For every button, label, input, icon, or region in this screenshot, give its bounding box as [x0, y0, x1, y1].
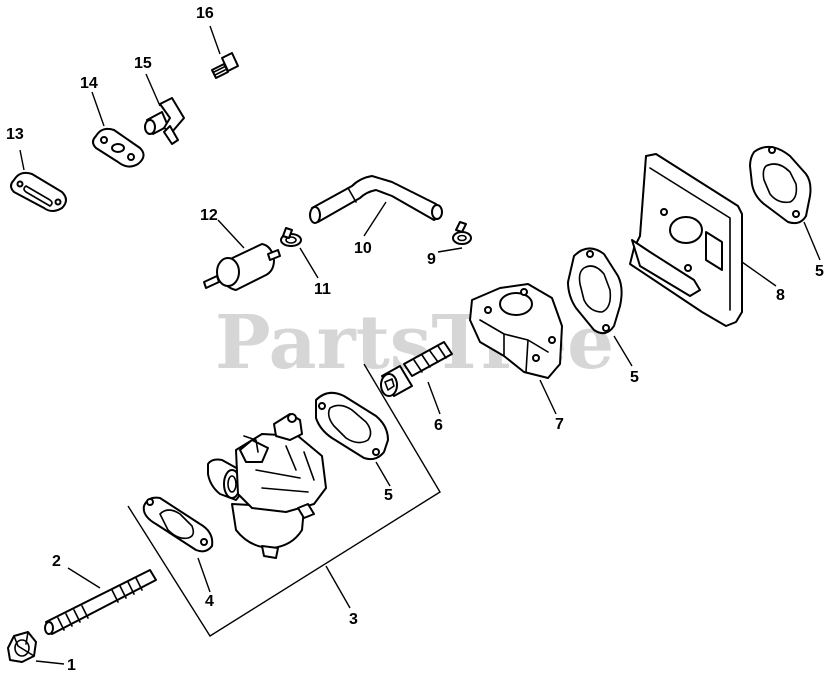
callout-8[interactable]: 8: [776, 287, 785, 304]
callout-13[interactable]: 13: [6, 126, 24, 143]
callout-15[interactable]: 15: [134, 55, 152, 72]
callout-labels: 1 2 3 4 5 6 7 5 8 5 9 10 11 12 13 14 15 …: [6, 5, 824, 674]
callout-5-middle[interactable]: 5: [630, 369, 639, 386]
part-fuel-line-10[interactable]: [309, 175, 443, 224]
callout-14[interactable]: 14: [80, 75, 98, 92]
callout-16[interactable]: 16: [196, 5, 214, 22]
part-gasket-4[interactable]: [142, 496, 214, 553]
callout-4[interactable]: 4: [205, 593, 214, 610]
part-clamp-9[interactable]: [452, 221, 472, 245]
callout-9[interactable]: 9: [427, 251, 436, 268]
leader-lines: [19, 25, 821, 665]
part-elbow-fitting-15[interactable]: [144, 97, 185, 145]
part-nut-1[interactable]: [7, 631, 37, 663]
part-fuel-filter-12[interactable]: [203, 243, 281, 291]
part-gasket-14[interactable]: [92, 127, 145, 168]
callout-1[interactable]: 1: [67, 657, 76, 674]
part-stud-2[interactable]: [44, 569, 157, 635]
part-carburetor-3[interactable]: [207, 413, 327, 559]
part-bolt-6[interactable]: [380, 341, 453, 397]
part-spacer-7[interactable]: [469, 283, 563, 379]
part-gasket-5-lower[interactable]: [315, 391, 389, 461]
callout-5-lower[interactable]: 5: [384, 487, 393, 504]
callout-11[interactable]: 11: [314, 281, 331, 298]
part-gasket-13[interactable]: [10, 171, 67, 212]
callout-10[interactable]: 10: [354, 240, 372, 257]
callout-3[interactable]: 3: [349, 611, 358, 628]
callout-2[interactable]: 2: [52, 553, 61, 570]
callout-12[interactable]: 12: [200, 207, 218, 224]
part-clamp-11[interactable]: [280, 227, 302, 247]
part-gasket-5-middle[interactable]: [567, 247, 623, 335]
part-gasket-5-top[interactable]: [749, 145, 812, 225]
part-air-cleaner-base-8[interactable]: [629, 153, 743, 327]
callout-5-top[interactable]: 5: [815, 263, 824, 280]
part-screw-16[interactable]: [211, 52, 239, 79]
callout-6[interactable]: 6: [434, 417, 443, 434]
group-bracket-3: [127, 363, 441, 637]
callout-7[interactable]: 7: [555, 416, 564, 433]
